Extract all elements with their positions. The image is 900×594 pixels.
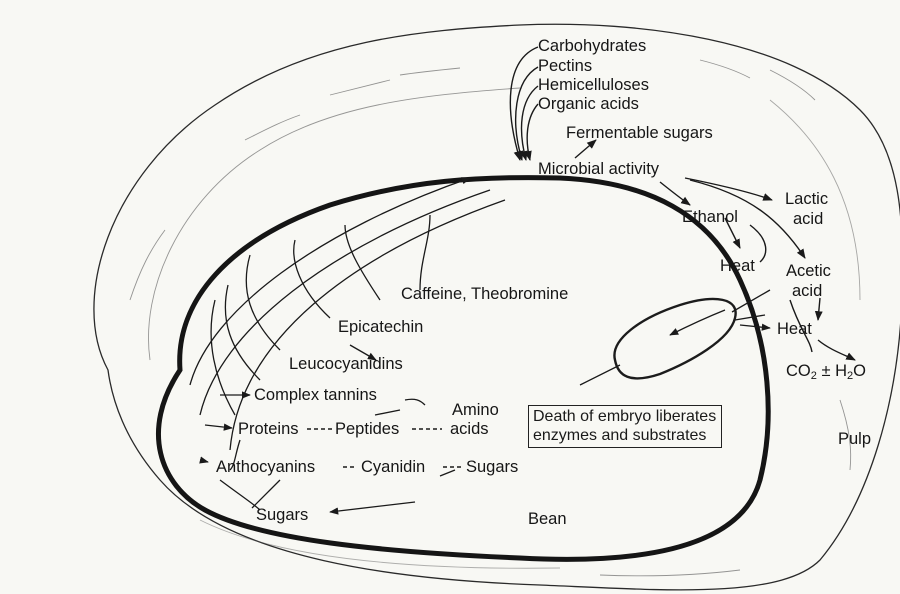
label-peptides: Peptides	[335, 420, 399, 439]
label-lactic-acid: acid	[793, 210, 823, 229]
pulp-texture	[130, 60, 851, 576]
label-caffeine-theobromine: Caffeine, Theobromine	[401, 285, 568, 304]
pulp-input-arrows	[510, 47, 538, 160]
label-pectins: Pectins	[538, 57, 592, 76]
label-acetic-acid: acid	[792, 282, 822, 301]
label-heat-2: Heat	[777, 320, 812, 339]
label-leucocyanidins: Leucocyanidins	[289, 355, 403, 374]
label-acetic: Acetic	[786, 262, 831, 281]
label-heat-1: Heat	[720, 257, 755, 276]
pulp-inner-contour	[148, 88, 520, 360]
label-pulp: Pulp	[838, 430, 871, 449]
label-anthocyanins: Anthocyanins	[216, 458, 315, 477]
label-organic-acids: Organic acids	[538, 95, 639, 114]
label-sugars-bottom: Sugars	[256, 506, 308, 525]
label-cyanidin: Cyanidin	[361, 458, 425, 477]
label-ethanol: Ethanol	[682, 208, 738, 227]
label-proteins: Proteins	[238, 420, 299, 439]
label-amino: Amino	[452, 401, 499, 420]
label-microbial-activity: Microbial activity	[538, 160, 659, 179]
label-carbohydrates: Carbohydrates	[538, 37, 646, 56]
label-hemicelluloses: Hemicelluloses	[538, 76, 649, 95]
label-complex-tannins: Complex tannins	[254, 386, 377, 405]
label-bean: Bean	[528, 510, 567, 529]
label-co2-h2o: CO2 ± H2O	[786, 362, 866, 386]
embryo	[614, 299, 735, 378]
label-epicatechin: Epicatechin	[338, 318, 423, 337]
box-line-1: Death of embryo liberates	[533, 407, 716, 426]
embryo-death-box: Death of embryo liberates enzymes and su…	[528, 405, 722, 448]
label-acids: acids	[450, 420, 489, 439]
label-fermentable-sugars: Fermentable sugars	[566, 124, 713, 143]
pulp-outline	[94, 24, 900, 590]
box-line-2: enzymes and substrates	[533, 426, 716, 445]
embryo-arrows	[580, 290, 770, 385]
label-lactic: Lactic	[785, 190, 828, 209]
label-sugars-right: Sugars	[466, 458, 518, 477]
